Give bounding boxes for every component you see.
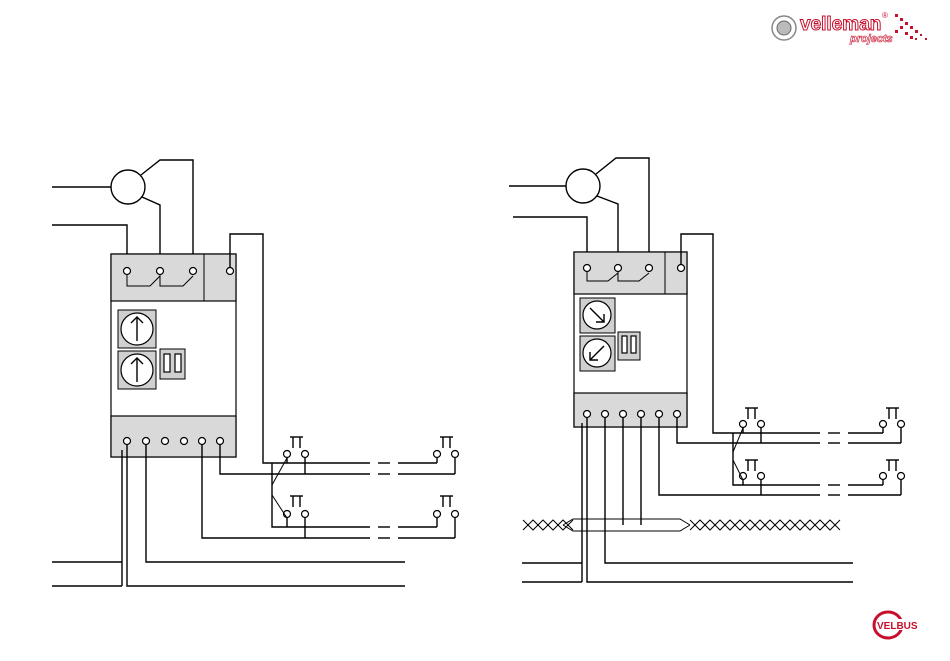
right-wiring-diagram: [509, 158, 905, 582]
push-button-icon: [740, 408, 765, 443]
bus-twisted-pair: [523, 519, 840, 531]
push-button-icon: [434, 437, 459, 474]
logo-registered: ®: [882, 11, 888, 20]
dial-up-arrow-icon: [118, 351, 156, 389]
push-button-icon: [740, 460, 765, 495]
push-button-icon: [284, 496, 309, 538]
velbus-logo-text: VELBUS: [877, 621, 918, 632]
push-button-icon: [880, 408, 905, 443]
dial-diagonal-arrow-icon: [580, 336, 615, 371]
motor-icon: [566, 169, 600, 203]
velbus-logo-icon: VELBUS: [874, 612, 920, 638]
dial-diagonal-arrow-icon: [580, 298, 615, 333]
dip-switch-icon: [618, 332, 640, 360]
dip-switch-icon: [160, 349, 185, 379]
logo-brand: velleman: [800, 14, 881, 35]
logo-tagline: projects: [849, 33, 893, 45]
push-button-icon: [880, 460, 905, 495]
push-button-icon: [284, 437, 309, 474]
dial-up-arrow-icon: [118, 310, 156, 348]
velleman-logo-icon: velleman ® projects: [772, 11, 927, 45]
motor-icon: [111, 170, 145, 204]
push-button-icon: [434, 496, 459, 538]
left-wiring-diagram: [52, 160, 459, 586]
